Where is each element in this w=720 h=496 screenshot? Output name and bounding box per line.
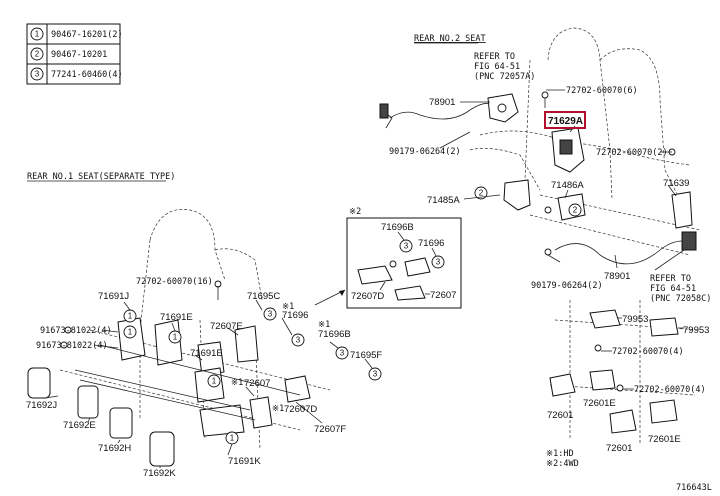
part-72702-16: 72702-60070(16): [136, 277, 213, 287]
ref-label-1-line3: (PNC 72057A): [474, 72, 535, 82]
part-71629a: 71629A: [548, 116, 583, 127]
legend-num-1: 1: [35, 30, 40, 39]
ref-label-2-line2: FIG 64-51: [650, 284, 696, 294]
svg-text:2: 2: [573, 206, 578, 215]
part-72601e-a: 72601E: [583, 398, 616, 409]
legend-table: 1 2 3 90467-16201(2) 90467-10201 77241-6…: [26, 23, 123, 85]
legend-num-3: 3: [35, 70, 40, 79]
part-91673-4-b: 91673-81022(4): [36, 341, 108, 351]
footnote-hd: ※1:HD: [546, 449, 574, 459]
rear-no1-seat-drawing: 1 1 1 3 3 3 3 1 1: [27, 209, 382, 468]
part-71696b-a: 71696B: [318, 329, 351, 340]
inset-part-71696: 71696: [418, 238, 444, 249]
part-71692k: 71692K: [143, 468, 176, 479]
note-hd-2: ※1: [318, 320, 330, 330]
part-79953-b: 79953: [683, 325, 709, 336]
part-71692j: 71692J: [26, 400, 57, 411]
part-72702-2: 72702-60070(2): [596, 148, 668, 158]
svg-text:3: 3: [340, 349, 345, 358]
footnote-4wd: ※2:4WD: [546, 459, 579, 469]
part-72607e: 72607E: [210, 321, 243, 332]
part-72702-6: 72702-60070(6): [566, 86, 638, 96]
part-71692e: 71692E: [63, 420, 96, 431]
ref-label-2-line3: (PNC 72058C): [650, 294, 711, 304]
part-71485a: 71485A: [427, 195, 460, 206]
part-91673-4-a: 91673-81022(4): [40, 326, 112, 336]
inset-box-4wd: 3 3: [346, 217, 462, 309]
figure-code: 716643L: [676, 483, 712, 493]
inset-part-72607d: 72607D: [351, 291, 384, 302]
part-72607-a: 72607: [244, 378, 270, 389]
part-71691e-a: 71691E: [160, 312, 193, 323]
part-71695c: 71695C: [247, 291, 280, 302]
note-hd-4: ※1: [272, 404, 284, 414]
inset-note-4wd: ※2: [349, 207, 361, 217]
legend-part-1: 90467-16201(2): [51, 30, 123, 40]
svg-text:1: 1: [173, 333, 178, 342]
ref-label-1-line2: FIG 64-51: [474, 62, 520, 72]
svg-text:3: 3: [404, 242, 409, 251]
part-71692h: 71692H: [98, 443, 131, 454]
svg-text:2: 2: [479, 189, 484, 198]
svg-text:3: 3: [296, 336, 301, 345]
svg-text:3: 3: [373, 370, 378, 379]
part-71696-a: 71696: [282, 310, 308, 321]
part-71691e-b: 71691E: [190, 348, 223, 359]
part-71695f: 71695F: [350, 350, 382, 361]
part-79953-a: 79953: [622, 314, 648, 325]
title-rear-no2-seat: REAR NO.2 SEAT: [414, 34, 486, 44]
part-71691k: 71691K: [228, 456, 261, 467]
part-78901-lower: 78901: [604, 271, 630, 282]
part-90179-2-lower: 90179-06264(2): [531, 281, 603, 291]
svg-text:1: 1: [212, 377, 217, 386]
part-72702-4-a: 72702-60070(4): [612, 347, 684, 357]
svg-text:1: 1: [128, 328, 133, 337]
part-71486a: 71486A: [551, 180, 584, 191]
svg-text:1: 1: [128, 312, 133, 321]
title-rear-no1-seat: REAR NO.1 SEAT(SEPARATE TYPE): [27, 172, 175, 182]
part-72607f: 72607F: [314, 424, 346, 435]
ref-label-2-line1: REFER TO: [650, 274, 691, 284]
inset-part-71696b: 71696B: [381, 222, 414, 233]
part-72607d-a: 72607D: [284, 404, 317, 415]
note-hd-1: ※1: [282, 302, 294, 312]
part-90179-2-upper: 90179-06264(2): [389, 147, 461, 157]
part-72601-a: 72601: [547, 410, 573, 421]
part-71639: 71639: [663, 178, 689, 189]
svg-text:3: 3: [436, 258, 441, 267]
ref-label-1-line1: REFER TO: [474, 52, 515, 62]
note-hd-3: ※1: [231, 378, 243, 388]
seat-track-parts: [549, 300, 701, 445]
part-78901-upper: 78901: [429, 97, 455, 108]
part-72601-b: 72601: [606, 443, 632, 454]
legend-part-3: 77241-60460(4): [51, 70, 123, 80]
part-71691j: 71691J: [98, 291, 129, 302]
inset-part-72607: 72607: [430, 290, 456, 301]
legend-part-2: 90467-10201: [51, 50, 107, 60]
svg-text:1: 1: [230, 434, 235, 443]
highlight-box-71629a: [544, 111, 586, 129]
rear-no2-seat-drawing: 2 2: [379, 27, 701, 271]
legend-num-2: 2: [35, 50, 40, 59]
svg-text:3: 3: [268, 310, 273, 319]
part-72702-4-b: 72702-60070(4): [634, 385, 706, 395]
part-72601e-b: 72601E: [648, 434, 681, 445]
